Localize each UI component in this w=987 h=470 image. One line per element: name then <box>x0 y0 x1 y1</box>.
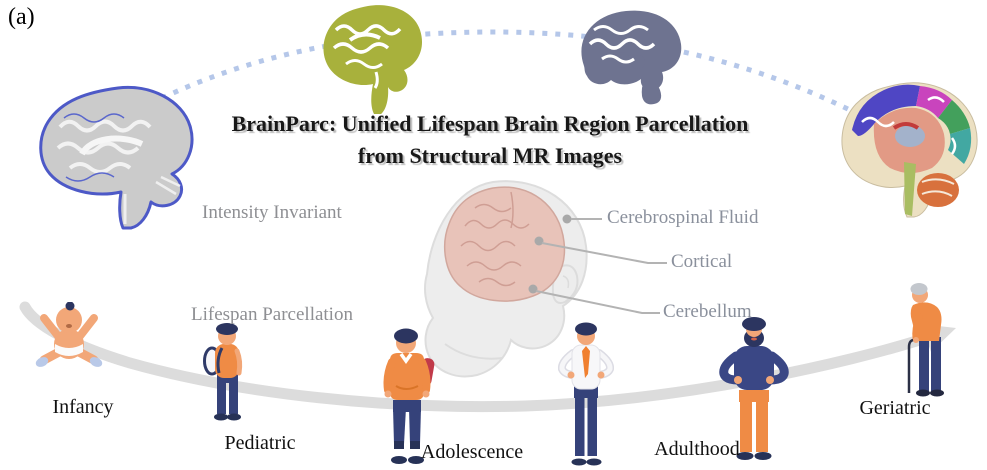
colorful-parcellation-brain-icon <box>841 82 978 218</box>
stage-label-geriatric: Geriatric <box>859 397 931 419</box>
panel-label: (a) <box>8 4 35 30</box>
elderly-man-with-cane-icon <box>907 283 944 397</box>
dotted-lifespan-arc <box>148 29 860 117</box>
stage-label-adolescence: Adolescence <box>420 441 524 463</box>
man-with-tie-icon <box>557 322 615 466</box>
cerebellum-callout-line <box>535 290 660 314</box>
figure-title-line1: BrainParc: Unified Lifespan Brain Region… <box>231 111 749 136</box>
slate-brain-silhouette-icon <box>581 10 682 105</box>
intensity-invariant-label: Intensity Invariant <box>202 202 342 223</box>
cerebellum-callout-dot <box>528 284 538 294</box>
olive-brain-silhouette-icon <box>323 5 423 114</box>
bearded-man-icon <box>719 317 789 460</box>
infant-mri-brain-icon <box>39 85 194 230</box>
cortical-callout-label: Cortical <box>671 251 733 272</box>
csf-callout-dot <box>562 214 572 224</box>
cortical-callout-line <box>541 242 667 264</box>
stage-label-adulthood: Adulthood <box>654 438 740 460</box>
head-with-brain-icon <box>424 180 588 378</box>
cortical-callout-dot <box>534 236 544 246</box>
stage-label-pediatric: Pediatric <box>224 432 296 454</box>
brain-shape <box>443 186 566 302</box>
lifespan-parcellation-label: Lifespan Parcellation <box>191 304 353 325</box>
figure-title-line2: from Structural MR Images <box>357 142 623 168</box>
stage-label-infancy: Infancy <box>52 396 114 418</box>
figure-title: BrainParc: Unified Lifespan Brain Region… <box>150 108 830 172</box>
baby-icon <box>35 302 103 367</box>
child-with-backpack-icon <box>203 323 243 421</box>
cerebellum-callout-label: Cerebellum <box>663 301 752 322</box>
teen-with-backpack-icon <box>383 328 435 464</box>
csf-callout-label: Cerebrospinal Fluid <box>607 207 759 228</box>
